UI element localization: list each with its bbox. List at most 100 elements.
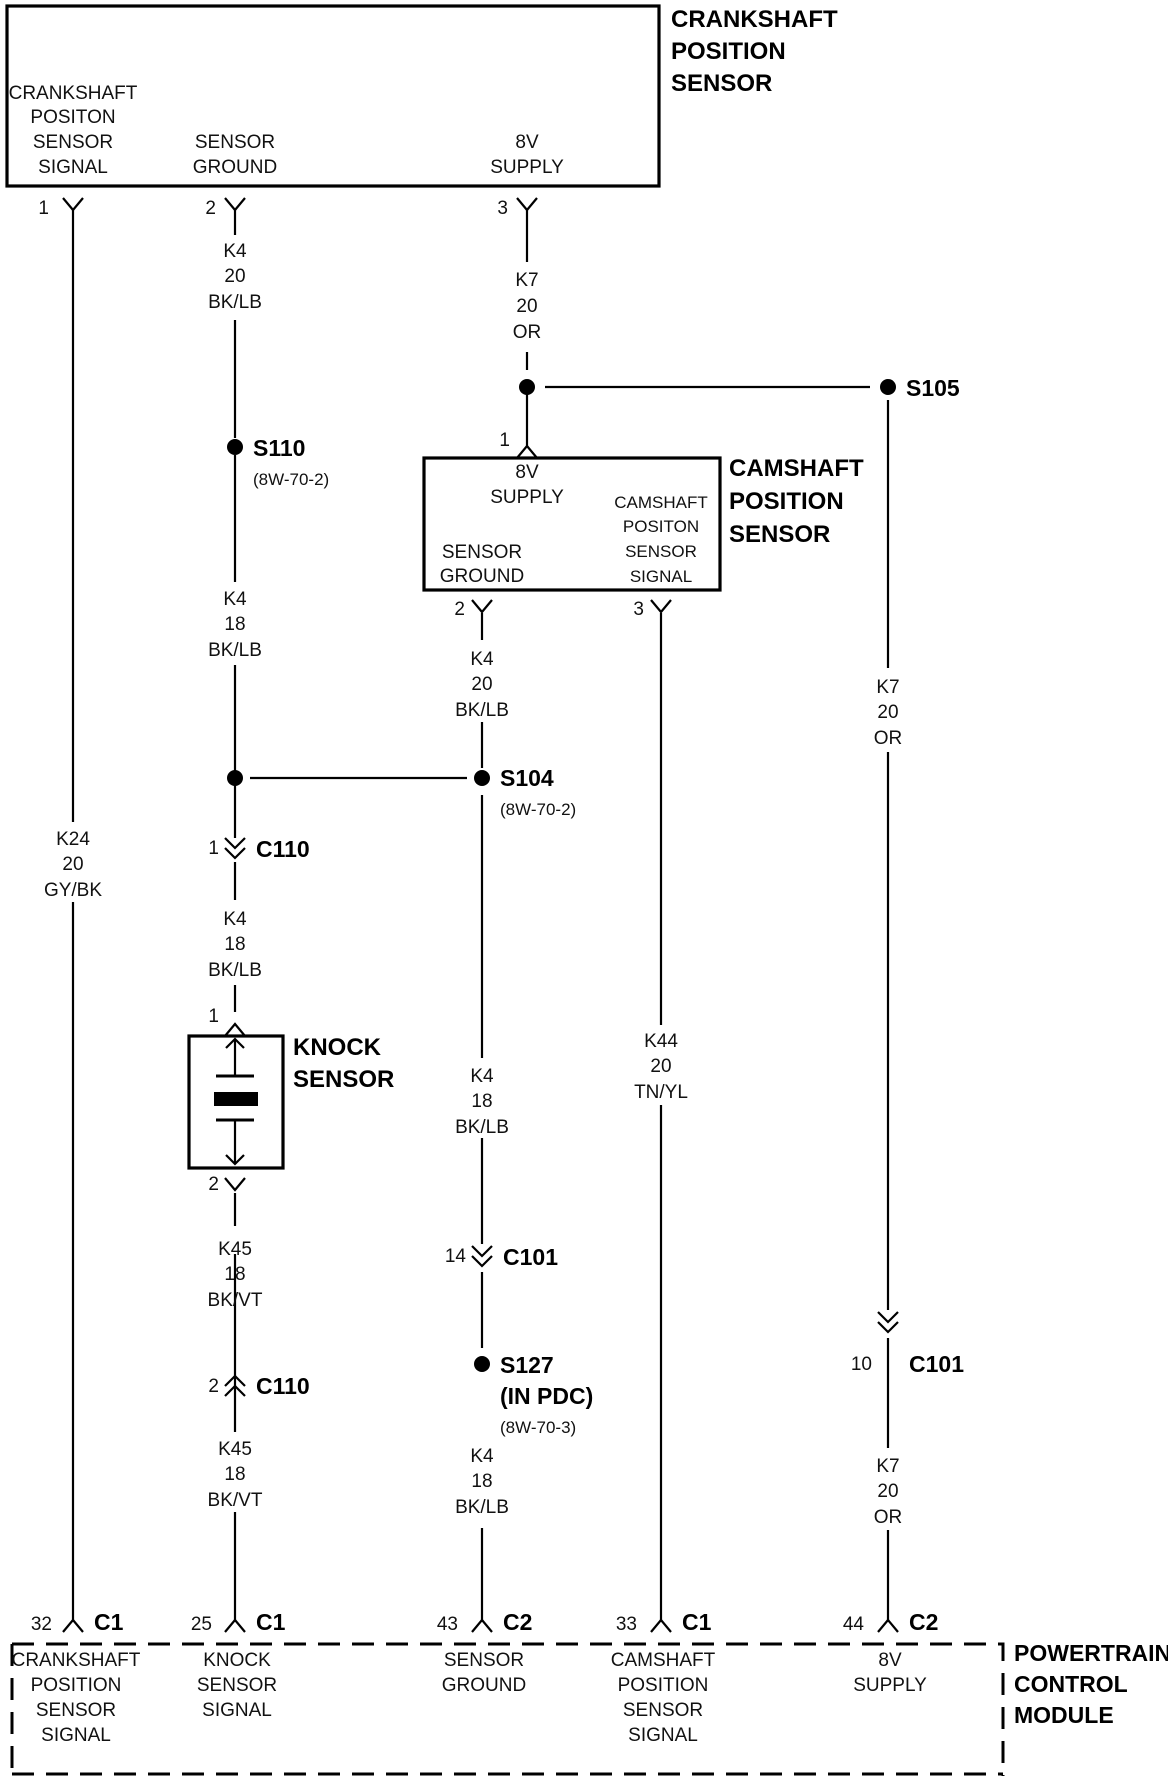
svg-text:C110: C110 — [256, 836, 310, 862]
pcm-label-supply: 8V SUPPLY — [853, 1650, 927, 1696]
svg-text:POSITION: POSITION — [31, 1675, 122, 1696]
pcm-pin-43: 43 C2 — [437, 1609, 533, 1635]
svg-text:18: 18 — [471, 1471, 492, 1492]
ckp-pin-2: 2 — [205, 197, 246, 219]
svg-text:1: 1 — [208, 838, 219, 859]
svg-text:POSITON: POSITON — [30, 107, 115, 128]
svg-text:OR: OR — [513, 322, 542, 343]
wire-label-k24: K24 20 GY/BK — [44, 829, 102, 901]
svg-text:SENSOR: SENSOR — [444, 1650, 524, 1671]
svg-text:K7: K7 — [876, 677, 899, 698]
svg-text:8V: 8V — [878, 1650, 902, 1671]
svg-text:32: 32 — [31, 1614, 52, 1635]
svg-text:GROUND: GROUND — [193, 157, 277, 178]
svg-text:K7: K7 — [876, 1456, 899, 1477]
wire-label-k4-cam: K4 20 BK/LB — [455, 649, 509, 721]
svg-text:8V: 8V — [515, 132, 539, 153]
svg-text:OR: OR — [874, 728, 903, 749]
svg-text:CRANKSHAFT: CRANKSHAFT — [9, 83, 138, 104]
svg-text:(8W-70-2): (8W-70-2) — [500, 800, 576, 819]
svg-text:BK/LB: BK/LB — [208, 292, 262, 313]
svg-text:20: 20 — [877, 702, 898, 723]
svg-text:BK/LB: BK/LB — [455, 1117, 509, 1138]
ckp-title-line1: CRANKSHAFT — [671, 6, 838, 33]
wire-label-k7-right: K7 20 OR — [874, 677, 903, 749]
ckp-title-line2: POSITION — [671, 38, 786, 65]
ckp-pin3-label: 8V SUPPLY — [490, 132, 564, 178]
svg-text:SIGNAL: SIGNAL — [202, 1700, 272, 1721]
svg-text:KNOCK: KNOCK — [203, 1650, 271, 1671]
cmp-pin-1: 1 — [499, 430, 538, 459]
wire-label-k7-bottom: K7 20 OR — [874, 1456, 903, 1528]
svg-text:C101: C101 — [909, 1351, 964, 1377]
cmp-pin-3: 3 — [633, 599, 672, 620]
svg-text:GROUND: GROUND — [442, 1675, 526, 1696]
svg-text:SENSOR: SENSOR — [197, 1675, 277, 1696]
svg-text:33: 33 — [616, 1614, 637, 1635]
svg-text:SUPPLY: SUPPLY — [490, 157, 564, 178]
cmp-title-line2: POSITION — [729, 488, 844, 515]
svg-text:S110: S110 — [253, 435, 305, 461]
svg-text:K4: K4 — [223, 909, 247, 930]
wire-label-k4-c110: K4 18 BK/LB — [208, 909, 262, 981]
knock-sensor: 1 KNOCK SENSOR 2 — [187, 1006, 394, 1195]
svg-text:CAMSHAFT: CAMSHAFT — [611, 1650, 716, 1671]
svg-text:SUPPLY: SUPPLY — [490, 487, 564, 508]
cmp-signal-label: CAMSHAFT POSITON SENSOR SIGNAL — [614, 493, 708, 586]
svg-text:BK/LB: BK/LB — [455, 700, 509, 721]
pcm-label-cmp: CAMSHAFT POSITION SENSOR SIGNAL — [611, 1650, 716, 1746]
svg-text:(8W-70-3): (8W-70-3) — [500, 1418, 576, 1437]
svg-text:2: 2 — [205, 198, 216, 219]
knock-title-line2: SENSOR — [293, 1066, 394, 1093]
svg-text:SIGNAL: SIGNAL — [630, 567, 692, 586]
ckp-pin2-label: SENSOR GROUND — [193, 132, 277, 178]
wire-label-k44: K44 20 TN/YL — [634, 1031, 688, 1103]
splice-s110: S110 (8W-70-2) — [227, 435, 329, 489]
ckp-pin-3: 3 — [497, 197, 538, 219]
svg-text:S105: S105 — [906, 375, 960, 401]
svg-text:K45: K45 — [218, 1239, 252, 1260]
svg-text:K24: K24 — [56, 829, 90, 850]
wire-label-k7-top: K7 20 OR — [513, 270, 542, 343]
svg-text:C110: C110 — [256, 1373, 310, 1399]
wire-label-k4-mid: K4 18 BK/LB — [208, 589, 262, 661]
svg-text:10: 10 — [851, 1354, 872, 1375]
powertrain-control-module: POWERTRAIN CONTROL MODULE CRANKSHAFT POS… — [10, 1640, 1168, 1776]
cmp-supply-label: 8V SUPPLY — [490, 462, 564, 508]
splice-junction-top — [519, 379, 535, 395]
svg-text:K4: K4 — [470, 649, 494, 670]
svg-text:20: 20 — [224, 266, 245, 287]
svg-text:C1: C1 — [256, 1609, 286, 1635]
svg-text:K4: K4 — [470, 1446, 494, 1467]
svg-text:SUPPLY: SUPPLY — [853, 1675, 927, 1696]
svg-text:SIGNAL: SIGNAL — [41, 1725, 111, 1746]
svg-text:C1: C1 — [94, 1609, 124, 1635]
wire-label-k4-top: K4 20 BK/LB — [208, 241, 262, 313]
pcm-title-line3: MODULE — [1014, 1702, 1114, 1728]
pcm-pin-33: 33 C1 — [616, 1609, 712, 1635]
connector-c110-top: 1 C110 — [208, 836, 309, 862]
svg-text:2: 2 — [454, 599, 465, 620]
svg-text:POSITON: POSITON — [623, 517, 699, 536]
svg-text:GY/BK: GY/BK — [44, 880, 102, 901]
crankshaft-position-sensor: CRANKSHAFT POSITION SENSOR CRANKSHAFT PO… — [5, 4, 838, 188]
ckp-pin1-label: CRANKSHAFT POSITON SENSOR SIGNAL — [9, 83, 138, 178]
svg-text:SIGNAL: SIGNAL — [38, 157, 108, 178]
svg-text:S104: S104 — [500, 765, 554, 791]
svg-text:18: 18 — [224, 1264, 245, 1285]
svg-text:44: 44 — [843, 1614, 865, 1635]
svg-text:(8W-70-2): (8W-70-2) — [253, 470, 329, 489]
svg-text:BK/LB: BK/LB — [455, 1497, 509, 1518]
svg-text:SENSOR: SENSOR — [33, 132, 113, 153]
svg-text:SENSOR: SENSOR — [36, 1700, 116, 1721]
svg-text:BK/LB: BK/LB — [208, 640, 262, 661]
wire-label-k45-b: K45 18 BK/VT — [208, 1439, 263, 1511]
splice-junction-left — [227, 770, 243, 786]
svg-text:K44: K44 — [644, 1031, 678, 1052]
svg-text:SENSOR: SENSOR — [625, 542, 697, 561]
splice-s105: S105 — [880, 375, 960, 401]
svg-text:25: 25 — [191, 1614, 212, 1635]
svg-text:CAMSHAFT: CAMSHAFT — [614, 493, 708, 512]
svg-text:1: 1 — [38, 198, 49, 219]
splice-s104: S104 (8W-70-2) — [474, 765, 576, 819]
